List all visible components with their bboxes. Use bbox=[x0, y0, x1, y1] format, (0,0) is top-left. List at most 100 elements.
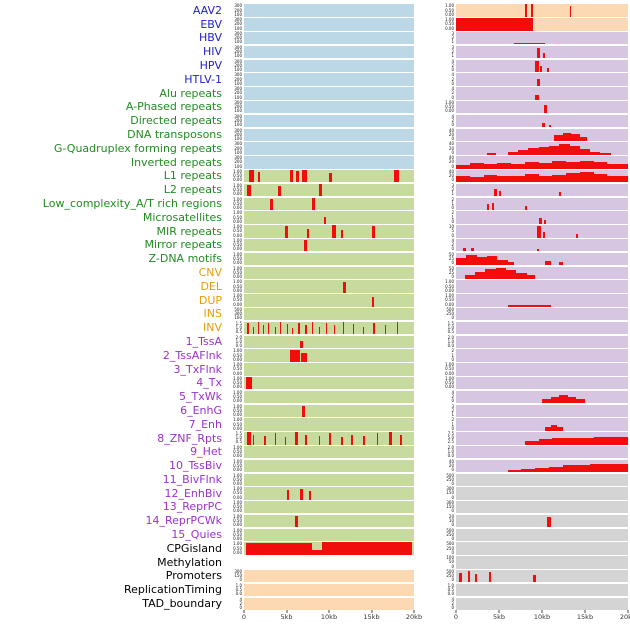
track-label: A-Phased repeats bbox=[125, 101, 222, 114]
data-bar bbox=[550, 396, 560, 404]
data-bar bbox=[542, 399, 551, 404]
y-tick-label: 0.00 bbox=[233, 273, 242, 279]
track-plot-left bbox=[244, 404, 414, 417]
y-tick-label: 0.50 bbox=[233, 269, 242, 275]
track-plot-right bbox=[456, 570, 628, 583]
data-bar bbox=[363, 326, 365, 335]
y-tick-label: 2 bbox=[451, 48, 454, 54]
data-bar bbox=[373, 322, 375, 335]
panel-gap bbox=[414, 264, 436, 265]
panel-gap bbox=[414, 512, 436, 513]
data-bar bbox=[332, 225, 336, 238]
y-tick-label: 100 bbox=[234, 94, 242, 100]
track-label: Promoters bbox=[165, 570, 222, 583]
y-tick-label: 40 bbox=[448, 155, 454, 161]
data-bar bbox=[552, 437, 567, 445]
y-tick-label: 1.0 bbox=[235, 338, 242, 344]
data-bar bbox=[352, 324, 355, 335]
data-bar bbox=[566, 162, 580, 169]
track-plot-left bbox=[244, 432, 414, 445]
track-plot-left bbox=[244, 418, 414, 431]
y-tick-label: 2 bbox=[451, 393, 454, 399]
y-tick-label: 0 bbox=[451, 522, 454, 528]
y-tick-label: 200 bbox=[234, 48, 242, 54]
data-bar bbox=[468, 571, 471, 583]
data-bar bbox=[607, 175, 628, 183]
panel-gap bbox=[414, 554, 436, 555]
y-tick-label: 500 bbox=[234, 306, 242, 312]
y-tick-label: 0 bbox=[451, 232, 454, 238]
track-label: EBV bbox=[200, 18, 222, 31]
y-tick-label: 0.00 bbox=[445, 287, 454, 293]
panel-gap bbox=[414, 168, 436, 169]
y-tick-label: 0.50 bbox=[233, 449, 242, 455]
data-bar bbox=[576, 233, 579, 238]
track-plot-left bbox=[244, 307, 414, 321]
data-bar bbox=[521, 469, 536, 473]
track-plot-left bbox=[244, 225, 414, 238]
x-tick-label: 20kb bbox=[405, 613, 423, 622]
data-bar bbox=[559, 144, 570, 155]
y-tick-label: 20 bbox=[448, 159, 454, 165]
y-tick-label: 1.00 bbox=[233, 210, 242, 216]
data-bar bbox=[252, 434, 255, 445]
y-tick-label: 0 bbox=[451, 94, 454, 100]
panel-gap bbox=[414, 181, 436, 182]
panel-gap bbox=[414, 457, 436, 458]
data-bar bbox=[459, 572, 462, 583]
data-bar bbox=[400, 434, 403, 445]
data-bar bbox=[497, 259, 508, 266]
data-bar bbox=[579, 136, 587, 141]
track-plot-left bbox=[244, 4, 414, 17]
track-plot-right bbox=[456, 376, 628, 390]
y-tick-label: 500 bbox=[446, 569, 454, 575]
y-tick-label: 150 bbox=[234, 573, 242, 579]
data-bar bbox=[569, 146, 580, 155]
y-tick-label: 300 bbox=[234, 3, 242, 9]
data-bar bbox=[245, 542, 312, 555]
y-tick-label: 2 bbox=[451, 76, 454, 82]
y-tick-label: 0.00 bbox=[233, 384, 242, 390]
y-tick-label: 1.5 bbox=[447, 320, 454, 326]
y-tick-label: 0 bbox=[451, 246, 454, 252]
panel-gap bbox=[414, 278, 436, 279]
panel-gap bbox=[414, 140, 436, 141]
data-bar bbox=[289, 169, 294, 183]
y-tick-label: 250 bbox=[446, 531, 454, 537]
y-tick-label: 1 bbox=[451, 352, 454, 358]
track-plot-right bbox=[456, 432, 628, 445]
y-tick-label: 4 bbox=[451, 237, 454, 243]
track-plot-right bbox=[456, 114, 628, 128]
y-tick-label: 200 bbox=[234, 76, 242, 82]
y-tick-label: 0.00 bbox=[233, 260, 242, 266]
data-bar bbox=[524, 206, 527, 210]
data-bar bbox=[607, 163, 628, 169]
track-label: 12_EnhBiv bbox=[164, 487, 222, 500]
y-tick-label: 300 bbox=[234, 31, 242, 36]
data-bar bbox=[571, 133, 580, 141]
y-tick-label: 0.00 bbox=[233, 177, 242, 183]
track-plot-left bbox=[244, 570, 414, 583]
x-tick-mark bbox=[243, 610, 245, 614]
y-tick-label: 100 bbox=[234, 11, 242, 17]
y-tick-label: 0.50 bbox=[233, 200, 242, 206]
y-tick-label: 0.00 bbox=[233, 204, 242, 210]
y-tick-label: 1 bbox=[451, 191, 454, 197]
y-tick-label: 2 bbox=[451, 62, 454, 68]
data-bar bbox=[488, 571, 492, 583]
y-tick-label: 0.00 bbox=[233, 494, 242, 500]
x-tick-mark bbox=[328, 610, 330, 614]
track-plot-right bbox=[456, 4, 628, 17]
